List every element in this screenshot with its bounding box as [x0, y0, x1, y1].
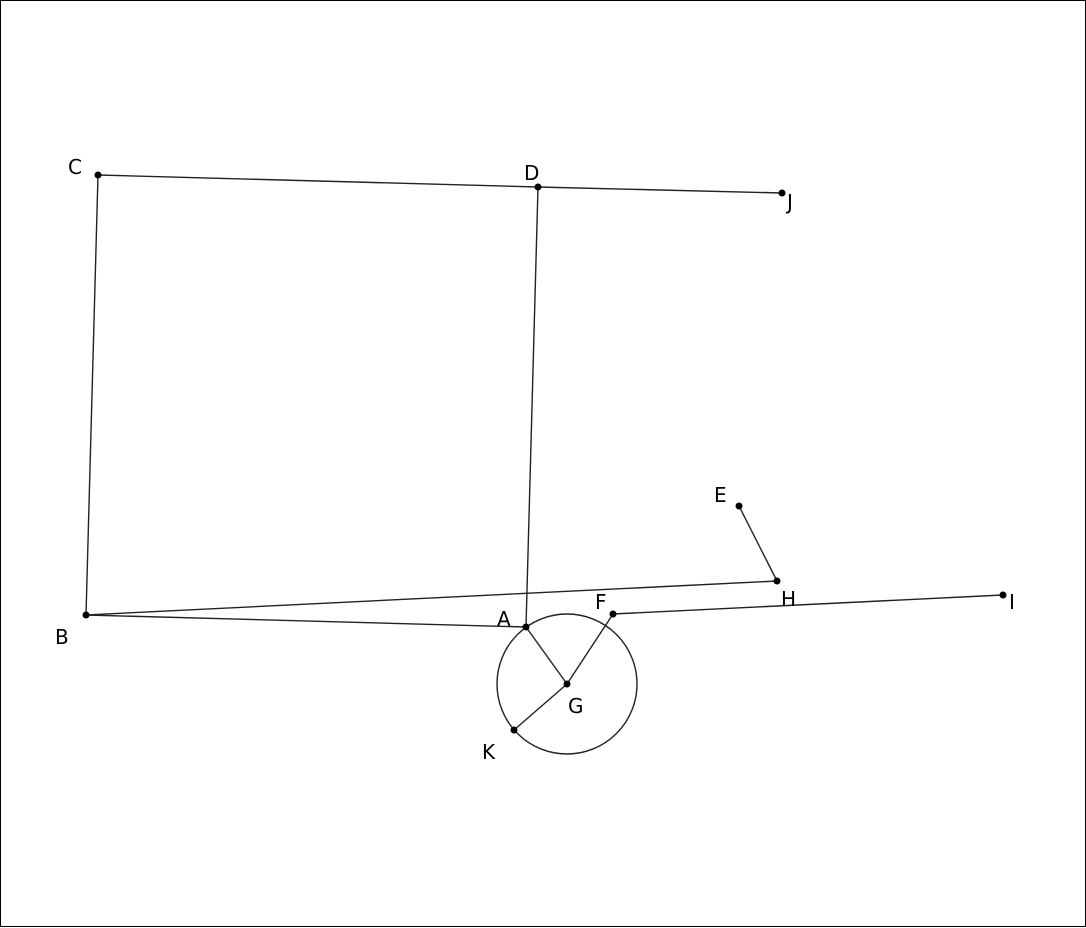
point-I: [999, 591, 1007, 599]
label-C: C: [68, 155, 82, 179]
label-E: E: [714, 483, 727, 507]
point-G: [563, 680, 571, 688]
point-H: [773, 577, 781, 585]
label-D: D: [524, 161, 539, 185]
segment-BA: [85, 614, 527, 628]
segment-DJ: [537, 186, 783, 194]
point-J: [778, 189, 786, 197]
point-A: [522, 623, 530, 631]
label-H: H: [781, 587, 796, 611]
segment-FI: [612, 594, 1004, 615]
segment-DA: [525, 186, 539, 628]
point-D: [534, 183, 542, 191]
segment-EH: [738, 505, 778, 582]
label-I: I: [1009, 590, 1015, 614]
segment-CB: [85, 174, 99, 616]
point-C: [94, 171, 102, 179]
segment-BH: [85, 580, 778, 616]
segment-GA: [525, 626, 568, 685]
label-J: J: [785, 190, 793, 214]
point-E: [735, 502, 743, 510]
segment-GF: [566, 613, 614, 685]
label-A: A: [497, 607, 511, 631]
label-K: K: [482, 740, 496, 764]
label-G: G: [568, 694, 584, 718]
circle-G: [496, 613, 638, 755]
point-B: [82, 611, 90, 619]
point-F: [609, 610, 617, 618]
segment-CD: [97, 174, 539, 188]
segment-GK: [513, 683, 568, 731]
point-K: [510, 726, 518, 734]
label-B: B: [55, 625, 69, 649]
label-F: F: [595, 590, 607, 614]
